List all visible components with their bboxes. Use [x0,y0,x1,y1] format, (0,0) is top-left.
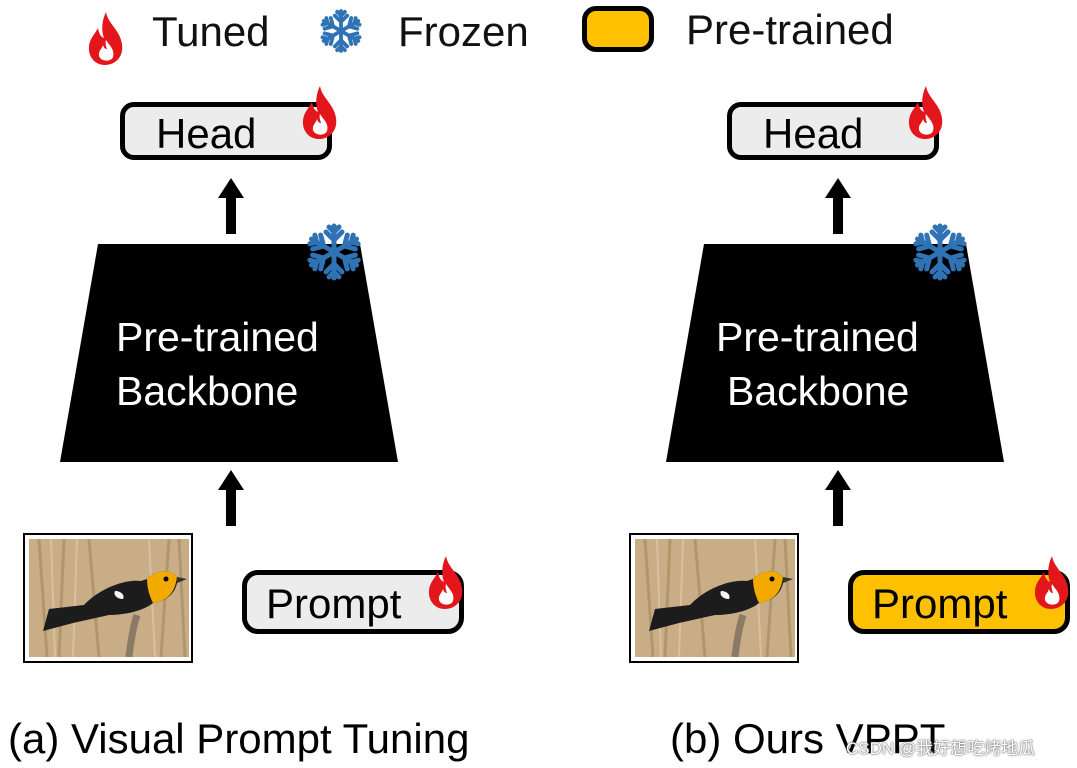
panel-b-prompt-box [848,570,1070,634]
legend-tuned-label: Tuned [152,8,270,55]
panel-b-head-box [727,102,939,160]
panel-a-arrow-to-backbone [218,470,244,526]
panel-a-backbone-snowflake-icon [304,222,364,282]
panel-b-prompt-flame-icon [1032,552,1072,612]
panel-a-prompt-box [242,570,464,634]
legend-tuned-flame-icon [86,10,126,66]
panel-a-head-label: Head [156,110,257,157]
panel-b-caption: (b) Ours VPPT [670,715,946,762]
panel-a-caption: (a) Visual Prompt Tuning [8,715,470,762]
panel-a-bird-image [29,539,189,657]
panel-b-backbone-line2: Backbone [727,368,910,414]
watermark-text: CSDN @我好想吃烤地瓜 [846,739,1036,758]
panel-a-prompt-label: Prompt [266,580,402,627]
panel-a-backbone-line2: Backbone [116,368,299,414]
panel-a-prompt-flame-icon [426,552,466,612]
panel-a-head-flame-icon [300,82,340,142]
panel-a-backbone-shape [60,244,398,462]
panel-b-backbone-snowflake-icon [910,222,970,282]
panel-b-bird-image [635,539,795,657]
panel-a-backbone-line1: Pre-trained [116,314,319,360]
panel-a-input-image-frame [23,533,193,663]
legend-pretrained-label: Pre-trained [686,6,894,53]
legend-frozen-label: Frozen [398,8,529,55]
legend-pretrained-swatch [582,6,654,52]
panel-b-backbone-shape [666,244,1004,462]
panel-b-prompt-label: Prompt [872,580,1008,627]
panel-a-head-box [120,102,332,160]
panel-b-arrow-to-head [825,178,851,234]
legend-frozen-snowflake-icon [318,8,364,54]
panel-b-arrow-to-backbone [825,470,851,526]
panel-a-arrow-to-head [218,178,244,234]
panel-b-backbone-line1: Pre-trained [716,314,919,360]
panel-b-input-image-frame [629,533,799,663]
panel-b-head-flame-icon [906,82,946,142]
panel-b-head-label: Head [763,110,864,157]
